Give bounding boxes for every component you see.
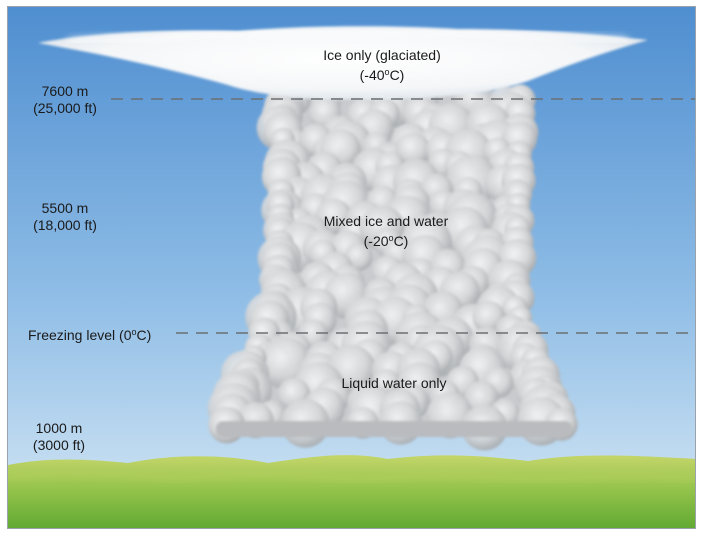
altitude-1000m-feet: (3000 ft)	[32, 437, 86, 453]
zone-ice-title: Ice only (glaciated)	[323, 47, 441, 63]
altitude-7600m-feet: (25,000 ft)	[33, 100, 97, 116]
freezing-text-degree: o	[131, 327, 137, 337]
zone-label-liquid: Liquid water only	[304, 375, 484, 392]
ice-temp-degree: o	[384, 67, 390, 77]
altitude-7600m-meters: 7600 m	[41, 83, 89, 99]
cloud-puff	[395, 132, 431, 168]
cloud-base	[216, 421, 572, 437]
mixed-temp-pre: (-20	[363, 233, 389, 249]
freezing-text-pre: Freezing level (0	[28, 327, 132, 343]
altitude-5500m-feet: (18,000 ft)	[33, 217, 97, 233]
freezing-text-post: C)	[136, 327, 152, 343]
ice-temp-post: C)	[389, 67, 405, 83]
zone-mixed-title: Mixed ice and water	[323, 213, 449, 229]
cloud-anvil	[38, 26, 648, 100]
altitude-label-5500m: 5500 m (18,000 ft)	[24, 200, 106, 234]
altitude-label-7600m: 7600 m (25,000 ft)	[24, 83, 106, 117]
zone-label-mixed: Mixed ice and water (-20oC)	[296, 213, 476, 250]
ice-temp-pre: (-40	[359, 67, 385, 83]
ground-landscape	[8, 455, 695, 528]
diagram-frame: 7600 m (25,000 ft) 5500 m (18,000 ft) Fr…	[7, 6, 696, 529]
freezing-level-label: Freezing level (0oC)	[28, 324, 151, 344]
mixed-temp-degree: o	[388, 233, 394, 243]
zone-label-ice: Ice only (glaciated) (-40oC)	[292, 47, 472, 84]
altitude-1000m-meters: 1000 m	[35, 420, 83, 436]
zone-liquid-title: Liquid water only	[341, 375, 447, 391]
mixed-temp-post: C)	[393, 233, 409, 249]
altitude-label-1000m: 1000 m (3000 ft)	[18, 420, 100, 454]
altitude-5500m-meters: 5500 m	[41, 200, 89, 216]
zone-mixed-temperature: (-20oC)	[296, 230, 476, 250]
freezing-level-text: Freezing level (0oC)	[28, 324, 151, 344]
cloud-illustration	[8, 7, 695, 528]
cloud-column	[207, 78, 578, 451]
zone-ice-temperature: (-40oC)	[292, 64, 472, 84]
